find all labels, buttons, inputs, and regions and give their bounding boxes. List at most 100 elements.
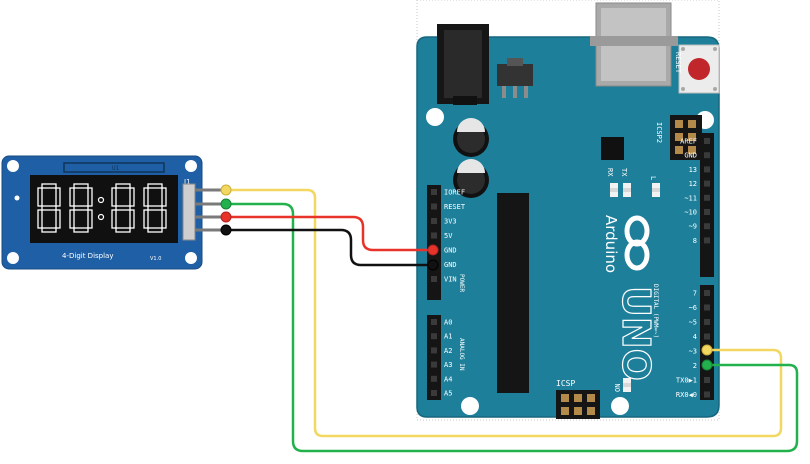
- chip-outline: [63, 162, 165, 173]
- header-pin: [704, 194, 710, 201]
- display-caption: 4-Digit Display: [62, 252, 113, 260]
- digital-header-high: [700, 133, 714, 277]
- segment: [111, 209, 117, 229]
- segment: [41, 227, 57, 233]
- header-pin: [704, 152, 710, 159]
- header-pin: [431, 333, 437, 340]
- pin-label: ~6: [689, 304, 697, 312]
- dio-wire-end: [220, 198, 232, 210]
- pin-label: A2: [444, 347, 452, 355]
- segment: [147, 227, 163, 233]
- pin-label: 3V3: [444, 218, 457, 226]
- dc-power-jack: [437, 24, 489, 105]
- pin-label: ~5: [689, 319, 697, 327]
- gnd-wire: [224, 228, 433, 267]
- rx-label: RX: [606, 168, 614, 177]
- header-pin: [704, 304, 710, 311]
- pin-label: A3: [444, 361, 452, 369]
- l-label: L: [649, 176, 657, 180]
- display-version: V1.0: [150, 256, 161, 262]
- pin-label: A5: [444, 390, 452, 398]
- reset-button[interactable]: [678, 44, 720, 94]
- segment: [55, 209, 61, 229]
- icsp2-header: [670, 115, 702, 160]
- pin-label: IOREF: [444, 189, 465, 197]
- pin-label: GND: [444, 261, 457, 269]
- pin-label: ~10: [684, 209, 697, 217]
- brand-label: Arduino: [602, 215, 620, 273]
- pin-label: ~11: [684, 194, 697, 202]
- mount-hole: [426, 108, 444, 126]
- header-pin: [431, 218, 437, 224]
- segment: [147, 183, 163, 189]
- segment: [161, 187, 167, 207]
- segment: [73, 205, 89, 211]
- pin-label: 12: [689, 180, 697, 188]
- segment: [147, 205, 163, 211]
- mount-hole: [7, 252, 19, 264]
- header-pin: [431, 361, 437, 368]
- digital-group-label: DIGITAL (PWM=~): [652, 284, 659, 338]
- clk-wire: [224, 188, 783, 438]
- header-pin: [431, 189, 437, 195]
- 5v-pin-connection: [427, 244, 439, 256]
- segment: [115, 205, 131, 211]
- gnd-pin-connection: [427, 259, 439, 271]
- digit-segments: [37, 183, 167, 233]
- segment: [41, 205, 57, 211]
- segment: [73, 183, 89, 189]
- pin-label: 8: [693, 237, 697, 245]
- analog-group-label: ANALOG IN: [458, 338, 465, 371]
- mount-hole: [185, 252, 197, 264]
- on-led: [623, 378, 631, 392]
- pin-label: 13: [689, 166, 697, 174]
- tx-label: TX: [620, 168, 628, 177]
- mount-hole: [185, 160, 197, 172]
- colon-dot: [97, 196, 105, 204]
- header-pin: [431, 232, 437, 239]
- header-pin: [431, 276, 437, 282]
- capacitor: [453, 159, 489, 198]
- l-led: [652, 183, 660, 197]
- tx-led: [623, 183, 631, 197]
- pin-label: A1: [444, 333, 452, 341]
- pin-label: TX0▶1: [676, 377, 697, 385]
- segment: [87, 187, 93, 207]
- pin-label: VIN: [444, 276, 457, 284]
- seven-segment-display: [30, 175, 178, 243]
- segment: [143, 187, 149, 207]
- colon-dot: [97, 213, 105, 221]
- mount-hole: [611, 397, 629, 415]
- segment: [87, 209, 93, 229]
- pin-label: AREF: [680, 138, 697, 146]
- module-pin-header: [182, 183, 196, 241]
- segment: [161, 209, 167, 229]
- usb-chip: [601, 137, 624, 160]
- header-pin: [704, 223, 710, 230]
- header-pin: [704, 209, 710, 215]
- atmega-chip: [497, 193, 529, 393]
- segment: [129, 187, 135, 207]
- model-label: UNO: [614, 286, 658, 381]
- segment: [55, 187, 61, 207]
- pin-label: 5V: [444, 232, 453, 240]
- pin-label: RESET: [444, 203, 466, 211]
- segment: [73, 227, 89, 233]
- dio-wire: [224, 202, 799, 453]
- header-pin: [704, 319, 710, 325]
- on-label: ON: [614, 384, 622, 392]
- header-pin: [704, 180, 710, 187]
- icsp2-label: ICSP2: [655, 122, 663, 143]
- header-pin: [431, 390, 437, 396]
- header-pin: [704, 290, 710, 296]
- clk-wire-end: [220, 184, 232, 196]
- header-pin: [431, 319, 437, 325]
- segment: [37, 209, 43, 229]
- header-pin: [704, 333, 710, 340]
- arduino-uno-board: RESET ICSP2 RX TX: [416, 2, 720, 419]
- voltage-regulator: [497, 58, 533, 98]
- pin-label: 4: [693, 333, 697, 341]
- segment: [111, 187, 117, 207]
- segment: [69, 187, 75, 207]
